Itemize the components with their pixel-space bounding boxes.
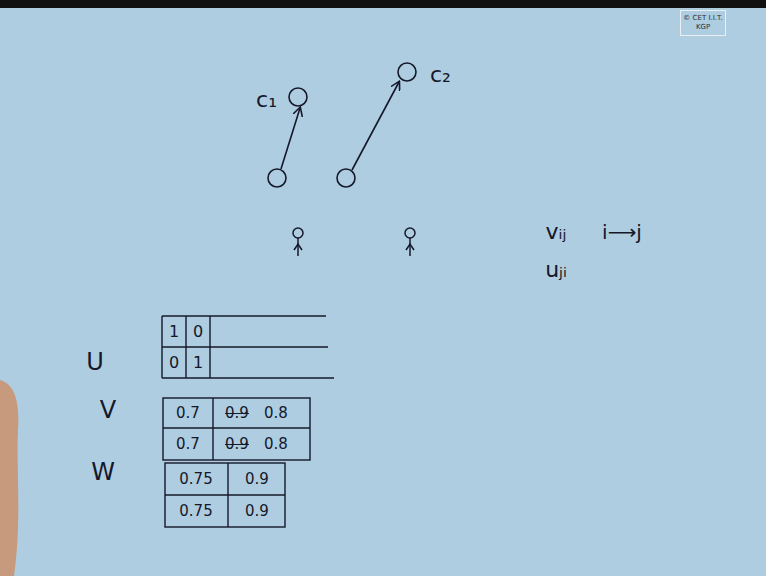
- top-bar: [0, 0, 766, 8]
- neuron-circle: [396, 61, 418, 83]
- math-notation: i⟶j: [602, 222, 642, 242]
- table-cell: 0.75: [179, 472, 212, 487]
- table-cell: 0.7: [176, 437, 200, 452]
- table-cell: 0.9: [225, 437, 249, 452]
- table-cell: 0.9: [245, 472, 269, 487]
- table-cell: 0.9: [225, 406, 249, 421]
- output-neuron: c₁: [287, 86, 309, 108]
- watermark-box: © CET I.I.T. KGP: [680, 10, 726, 36]
- hand: [0, 380, 18, 576]
- table-cell: 1: [193, 355, 203, 371]
- weight-arrow: [281, 108, 300, 169]
- table-cell: 0.7: [176, 406, 200, 421]
- weight-arrow: [352, 82, 399, 170]
- matrix-name: W: [91, 460, 115, 484]
- neuron-circle: [287, 86, 309, 108]
- input-symbol: [293, 228, 415, 256]
- table-cell: 1: [169, 324, 179, 340]
- table-lines: [162, 316, 334, 378]
- table-cell: 0.9: [245, 504, 269, 519]
- output-neuron: c₂: [396, 61, 418, 83]
- table-lines: [165, 463, 285, 527]
- neuron-label: c₁: [256, 89, 277, 111]
- table-cell: 0.75: [179, 504, 212, 519]
- math-notation: uⱼᵢ: [545, 259, 567, 281]
- neuron-circle: [337, 169, 355, 187]
- math-notation: vᵢⱼ: [546, 221, 567, 243]
- matrix-name: U: [86, 350, 104, 374]
- neuron-circle: [268, 169, 286, 187]
- watermark-text: © CET I.I.T. KGP: [683, 14, 723, 32]
- table-cell: 0: [169, 355, 179, 371]
- table-cell: 0.8: [264, 437, 288, 452]
- table-lines: [163, 398, 310, 460]
- matrix-name: V: [100, 398, 116, 422]
- table-cell: 0: [193, 324, 203, 340]
- table-cell: 0.8: [264, 406, 288, 421]
- neuron-label: c₂: [430, 64, 451, 86]
